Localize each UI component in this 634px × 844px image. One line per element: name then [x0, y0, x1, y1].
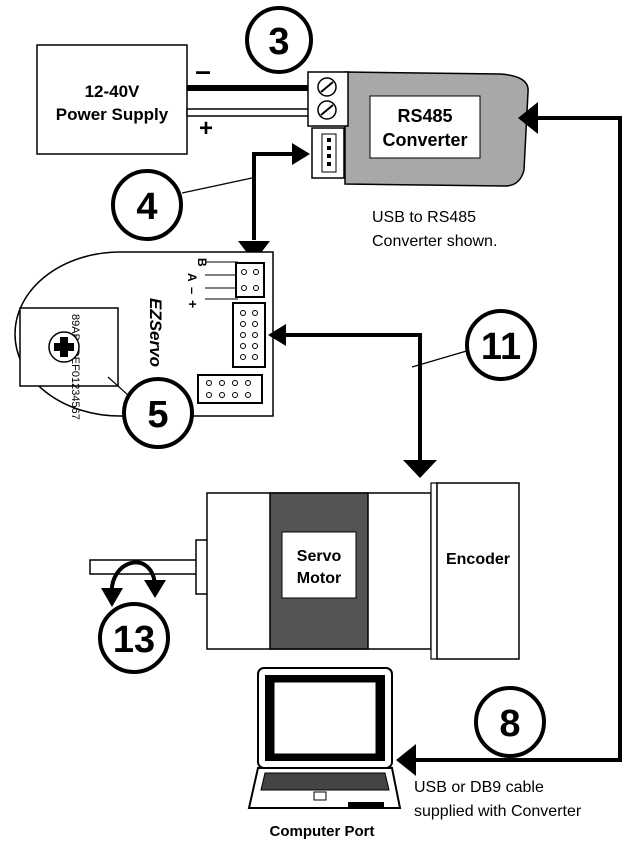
svg-text:8: 8: [499, 703, 520, 745]
callout-11: 11: [465, 309, 537, 381]
converter-note-2: Converter shown.: [372, 233, 497, 250]
power-supply-voltage: 12-40V: [85, 82, 140, 101]
board-name: EZServo: [146, 298, 165, 367]
pin-a-label: A: [185, 273, 199, 282]
rs485-converter: RS485 Converter: [307, 71, 529, 187]
converter-label-1: RS485: [397, 106, 452, 126]
power-supply-label: Power Supply: [56, 105, 169, 124]
encoder-label: Encoder: [446, 551, 510, 568]
io-header: [197, 374, 263, 404]
leader-lines: [107, 177, 471, 396]
pin-plus-label: +: [185, 300, 201, 308]
converter-label-2: Converter: [382, 130, 467, 150]
callout-5: 5: [122, 377, 194, 449]
encoder-header: [232, 302, 266, 368]
cable-encoder: [268, 324, 437, 478]
callout-8: 8: [474, 686, 546, 758]
converter-rs485-connector: [311, 127, 345, 179]
cable-usb: [396, 102, 622, 776]
rs485-header: [235, 262, 265, 298]
callout-3: 3: [245, 6, 313, 74]
motor-shaft: [89, 559, 199, 575]
power-plus-sign: +: [199, 115, 213, 142]
power-supply: 12-40V Power Supply – +: [36, 44, 213, 155]
callout-4: 4: [111, 169, 183, 241]
power-minus-sign: –: [195, 55, 211, 86]
svg-text:3: 3: [268, 21, 289, 63]
laptop-icon: [247, 667, 402, 809]
callout-13: 13: [98, 602, 170, 674]
power-wires: [186, 85, 311, 117]
computer-port-label: Computer Port: [270, 823, 375, 840]
ezservo-board: EZServo B A – + 89ABCDEF01: [14, 251, 274, 420]
pin-b-label: B: [195, 258, 209, 267]
cable-note-1: USB or DB9 cable: [414, 779, 544, 796]
cable-note-2: supplied with Converter: [414, 803, 582, 820]
motor-label-2: Motor: [297, 570, 341, 587]
svg-text:11: 11: [481, 326, 521, 368]
svg-text:5: 5: [147, 394, 168, 436]
svg-text:13: 13: [113, 619, 155, 661]
address-switch-digits: 89ABCDEF01234567: [69, 314, 81, 420]
converter-note-1: USB to RS485: [372, 209, 476, 226]
motor-label-1: Servo: [297, 548, 342, 565]
cable-rs485: [238, 143, 310, 262]
svg-text:4: 4: [136, 186, 157, 228]
encoder: [436, 482, 520, 660]
rotation-arrows-icon: [101, 560, 166, 607]
servo-motor: Servo Motor Encoder: [89, 482, 520, 660]
pin-minus-label: –: [185, 287, 200, 294]
